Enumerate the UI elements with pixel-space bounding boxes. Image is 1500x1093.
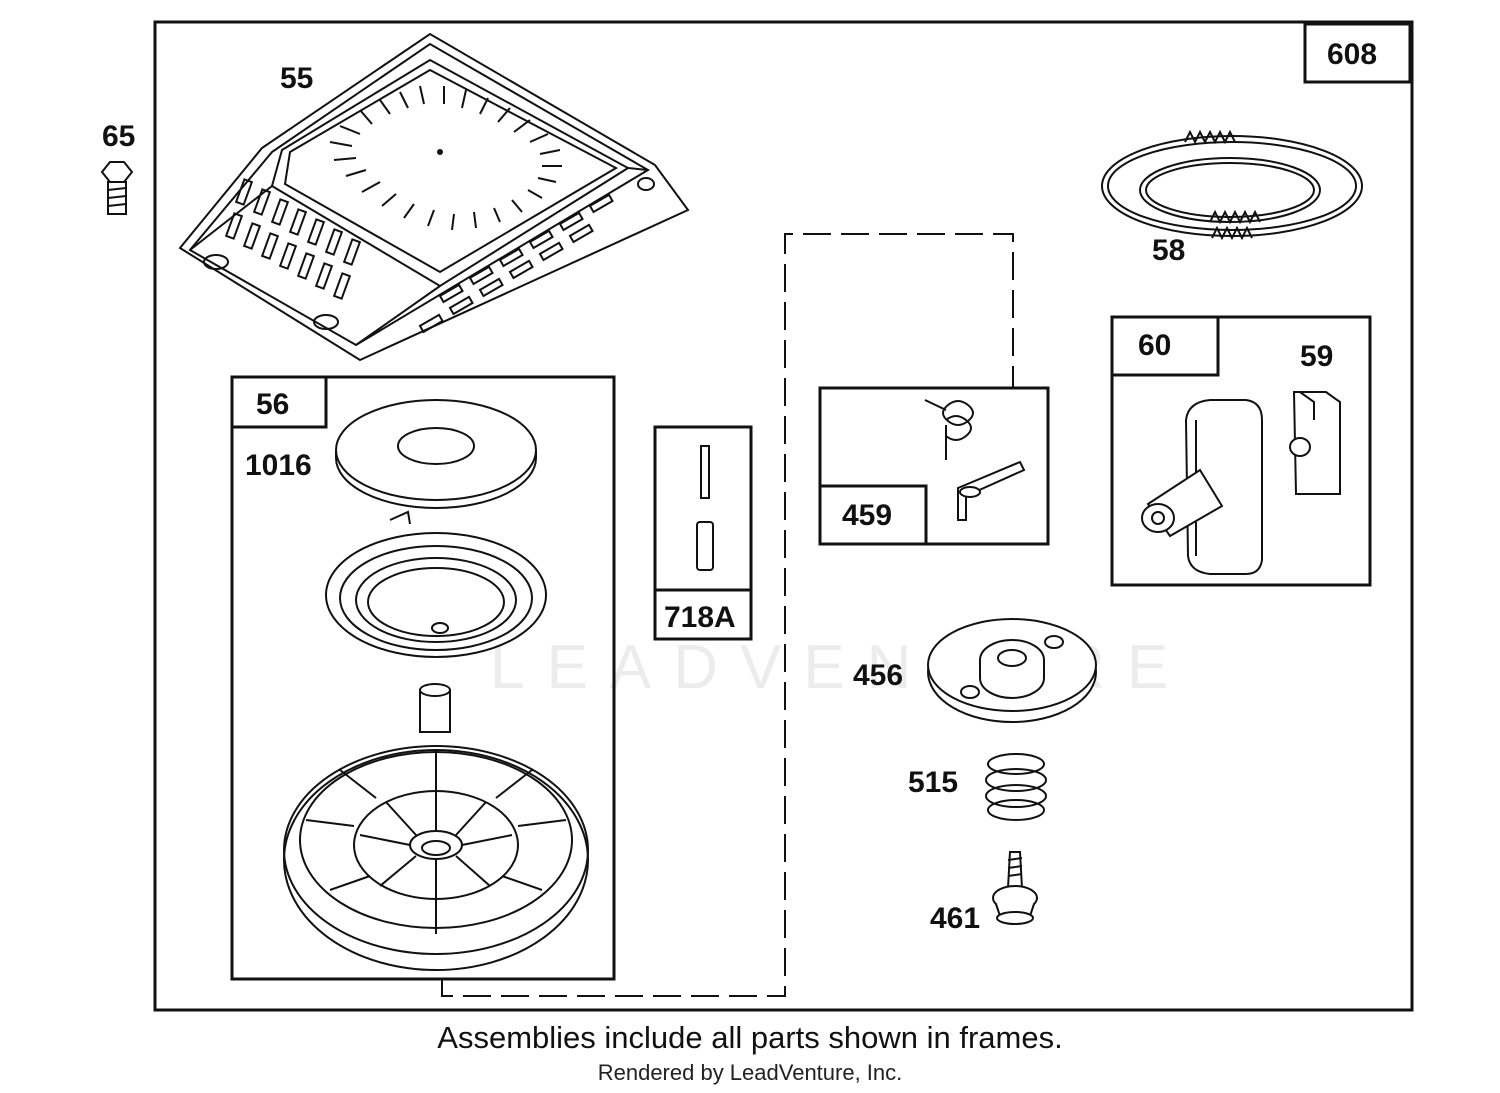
assembly-note: Assemblies include all parts shown in fr… xyxy=(437,1020,1063,1055)
render-credit: Rendered by LeadVenture, Inc. xyxy=(597,1060,903,1085)
part-label-515: 515 xyxy=(908,766,958,799)
assembly-frame-60 xyxy=(1110,315,1372,587)
label-box-56 xyxy=(230,375,328,429)
label-box-608 xyxy=(1303,22,1412,84)
screw-461 xyxy=(992,851,1038,925)
label-box-459 xyxy=(818,484,928,546)
spring-cup xyxy=(419,683,451,733)
part-label-608: 608 xyxy=(1327,38,1377,71)
rope-insert-59 xyxy=(1289,391,1341,495)
starter-pulley xyxy=(283,745,589,971)
starter-handle-60 xyxy=(1141,399,1263,575)
part-label-456: 456 xyxy=(853,659,903,692)
bolt-65 xyxy=(100,161,134,215)
part-label-1016: 1016 xyxy=(245,449,312,482)
part-label-459: 459 xyxy=(842,499,892,532)
part-label-55: 55 xyxy=(280,62,313,95)
washer-1016 xyxy=(335,399,537,509)
assembly-frame-608 xyxy=(153,20,1414,1012)
part-label-65: 65 xyxy=(102,120,135,153)
part-label-58: 58 xyxy=(1152,234,1185,267)
ratchet-retainer-456 xyxy=(927,618,1097,723)
part-label-718a: 718A xyxy=(664,601,736,634)
compression-spring-515 xyxy=(985,753,1047,821)
rewind-spring xyxy=(325,510,547,658)
blower-housing-55 xyxy=(178,32,690,362)
part-label-461: 461 xyxy=(930,902,980,935)
pawl xyxy=(957,460,1026,521)
part-label-56: 56 xyxy=(256,388,289,421)
assembly-frame-718a xyxy=(653,425,753,641)
assembly-frame-459 xyxy=(818,386,1050,546)
part-label-59: 59 xyxy=(1300,340,1333,373)
part-label-60: 60 xyxy=(1138,329,1171,362)
label-box-60 xyxy=(1110,315,1220,377)
pawl-spring xyxy=(924,399,974,460)
starter-rope-58 xyxy=(1101,129,1363,241)
assembly-frame-56 xyxy=(230,375,616,981)
pin-718a xyxy=(696,445,714,571)
assembly-connector xyxy=(441,233,1014,997)
